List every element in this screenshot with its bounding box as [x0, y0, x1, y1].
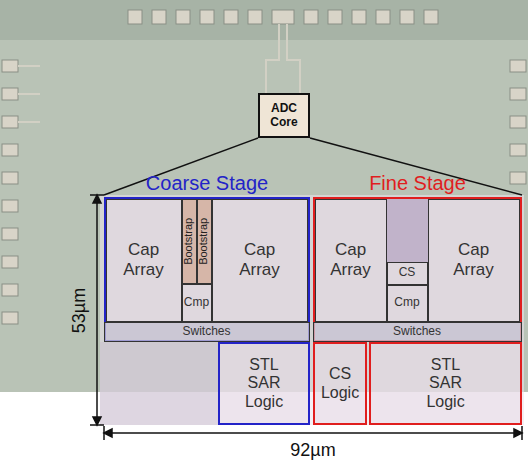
logic-box: CS Logic — [313, 342, 367, 425]
cap-array-box: Cap Array — [428, 199, 520, 322]
switches-band: Switches — [313, 322, 522, 342]
overlay-region — [100, 342, 218, 425]
comparator-box: Cmp — [387, 285, 428, 322]
block-label: STL SAR Logic — [239, 356, 289, 411]
block-label: Cap Array — [230, 240, 290, 279]
cap-array-box: Cap Array — [212, 199, 308, 322]
block-label: CS Logic — [317, 365, 363, 402]
overlay-region — [387, 199, 428, 262]
block-label: Switches — [182, 325, 230, 339]
switches-band: Switches — [104, 322, 310, 342]
stage-box: Coarse StageCap ArrayBootstrapBootstrapC… — [104, 197, 310, 342]
logic-box: STL SAR Logic — [218, 342, 310, 425]
stage-heading: Coarse Stage — [106, 172, 308, 195]
block-label: Cap Array — [444, 240, 504, 279]
block-label: Cap Array — [114, 240, 174, 279]
block-label: STL SAR Logic — [421, 356, 471, 411]
cap-array-box: Cap Array — [106, 199, 182, 322]
zoom-overlay — [100, 195, 524, 425]
cap-array-box: Cap Array — [315, 199, 387, 322]
core-box: ADC Core — [258, 93, 310, 138]
logic-box: STL SAR Logic — [369, 342, 522, 425]
bootstrap-box: Bootstrap — [182, 199, 197, 284]
bond-pads — [2, 10, 526, 324]
block-label: Bootstrap — [183, 217, 196, 264]
block-label: Cmp — [184, 296, 209, 310]
dimension-label: 53µm — [69, 287, 90, 332]
dimension-lines — [90, 195, 522, 440]
block-label: CS — [399, 266, 416, 280]
stage-box: Fine StageCap ArrayCSCmpCap ArraySwitche… — [313, 197, 522, 342]
stage-heading: Fine Stage — [315, 172, 520, 195]
current-source-box: CS — [387, 262, 428, 285]
bootstrap-box: Bootstrap — [197, 199, 212, 284]
zoom-lines — [104, 138, 522, 195]
comparator-box: Cmp — [182, 284, 212, 322]
block-label: Cap Array — [321, 240, 381, 279]
pad-ring — [0, 0, 528, 40]
block-label: Switches — [393, 325, 441, 339]
dimension-label: 92µm — [290, 440, 335, 460]
block-label: Bootstrap — [198, 217, 211, 264]
block-label: Cmp — [394, 296, 419, 310]
block-label: ADC Core — [264, 102, 304, 130]
